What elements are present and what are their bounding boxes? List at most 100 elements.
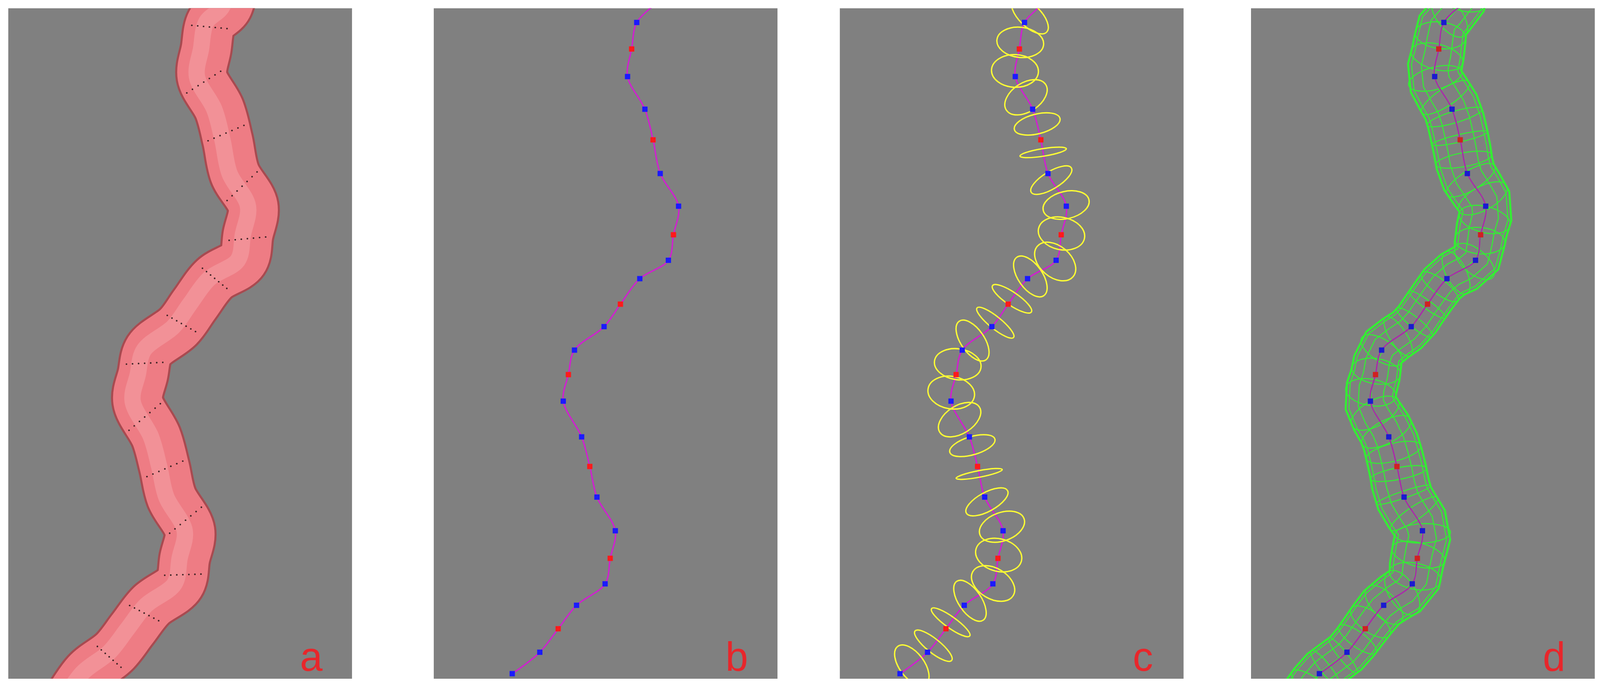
cross-section-ellipse (947, 430, 998, 461)
cross-section-ellipse (947, 574, 993, 627)
mesh-line (1317, 7, 1512, 679)
centerline-point (959, 347, 965, 353)
surface-mark (246, 237, 249, 240)
surface-mark (256, 170, 258, 173)
surface-mark (226, 199, 228, 202)
surface-mark (137, 362, 140, 365)
centerline-point (1401, 494, 1407, 500)
surface-mark (147, 614, 150, 617)
cross-section-ellipse (990, 53, 1039, 88)
surface-mark (162, 361, 164, 364)
centerline-point (1367, 398, 1373, 404)
mesh-line (1297, 7, 1486, 679)
centerline-point (607, 555, 613, 562)
surface-mark (236, 189, 239, 192)
surface-mark (108, 655, 110, 658)
centerline-point (650, 136, 656, 143)
surface-mark (200, 506, 203, 509)
centerline-point (1432, 73, 1438, 80)
surface-mark (197, 25, 199, 27)
surface-mark (193, 573, 196, 576)
surface-mark (100, 648, 103, 651)
cross-section-ellipse (971, 533, 1026, 577)
surface-mark (231, 194, 234, 197)
surface-mark (191, 88, 194, 91)
mesh-ring (1424, 7, 1475, 44)
centerline-point (897, 671, 903, 677)
centerline-point (555, 625, 562, 632)
cross-section-ellipse (989, 280, 1036, 318)
surface-mark (96, 645, 99, 648)
cross-section-ellipse (1005, 7, 1055, 40)
panel-letter: a (299, 636, 323, 677)
centerline-point (1409, 580, 1415, 587)
surface-mark (133, 606, 136, 609)
centerline-point (675, 203, 682, 209)
centerline-point (1449, 106, 1455, 112)
surface-mark (190, 24, 193, 27)
surface-mark (170, 317, 173, 319)
surface-mark (180, 322, 183, 325)
surface-mark (143, 612, 145, 615)
centerline-point (560, 398, 566, 404)
surface-mark (258, 236, 261, 239)
cross-section-ellipse (1035, 212, 1088, 255)
centerline-point (1408, 323, 1415, 330)
surface-mark (159, 402, 162, 405)
centerline-point (1444, 276, 1450, 282)
centerline-point (1482, 203, 1489, 209)
surface-mark (209, 273, 212, 276)
surface-mark (200, 572, 202, 575)
centerline-point (579, 434, 585, 440)
surface-mark (170, 465, 172, 467)
panel-letter: c (1132, 636, 1153, 677)
surface-mark (213, 277, 216, 280)
centerline-point (537, 649, 543, 655)
centerline-point (1024, 276, 1031, 282)
surface-mark (112, 659, 114, 661)
mesh-line (1307, 7, 1499, 679)
surface-mark (128, 604, 131, 607)
figure-panel (7, 7, 352, 679)
centerline-point (943, 625, 949, 632)
surface-mark (202, 81, 205, 84)
cross-section-ellipse (1019, 144, 1068, 160)
surface-mark (214, 26, 217, 29)
surface-mark (138, 609, 141, 612)
surface-mark (205, 270, 208, 273)
figure-panel (1251, 7, 1595, 679)
surface-mark (208, 77, 211, 80)
surface-mark (197, 84, 200, 87)
surface-mark (149, 362, 152, 364)
centerline-point (953, 371, 959, 378)
panel-background (839, 7, 1184, 679)
centerline-point (1457, 136, 1464, 143)
centerline (1319, 7, 1487, 674)
centerline-point (1000, 527, 1006, 534)
surface-mark (179, 523, 182, 526)
surface-mark (175, 573, 178, 576)
vessel-highlight (56, 7, 249, 679)
panel-letter: b (725, 636, 748, 677)
centerline-point (961, 602, 967, 608)
mesh-ring (1448, 236, 1502, 287)
cross-section-ellipse (1027, 234, 1084, 289)
centerline-point (601, 323, 607, 330)
surface-mark (219, 134, 221, 137)
centerline-point (1379, 347, 1385, 353)
surface-mark (188, 573, 190, 576)
surface-mark (151, 473, 154, 475)
cross-section-ellipse (1012, 108, 1063, 140)
centerline-point (617, 301, 623, 307)
cross-section-ellipse (932, 395, 988, 444)
centerline-point (1063, 203, 1070, 209)
centerline-point (990, 580, 996, 587)
surface-mark (125, 363, 128, 365)
centerline-point (625, 73, 631, 80)
centerline-point (1414, 555, 1421, 562)
centerline-point (966, 434, 972, 440)
centerline-point (1038, 136, 1044, 143)
surface-mark (242, 124, 245, 127)
surface-mark (246, 180, 248, 183)
centerline-point (981, 494, 988, 500)
